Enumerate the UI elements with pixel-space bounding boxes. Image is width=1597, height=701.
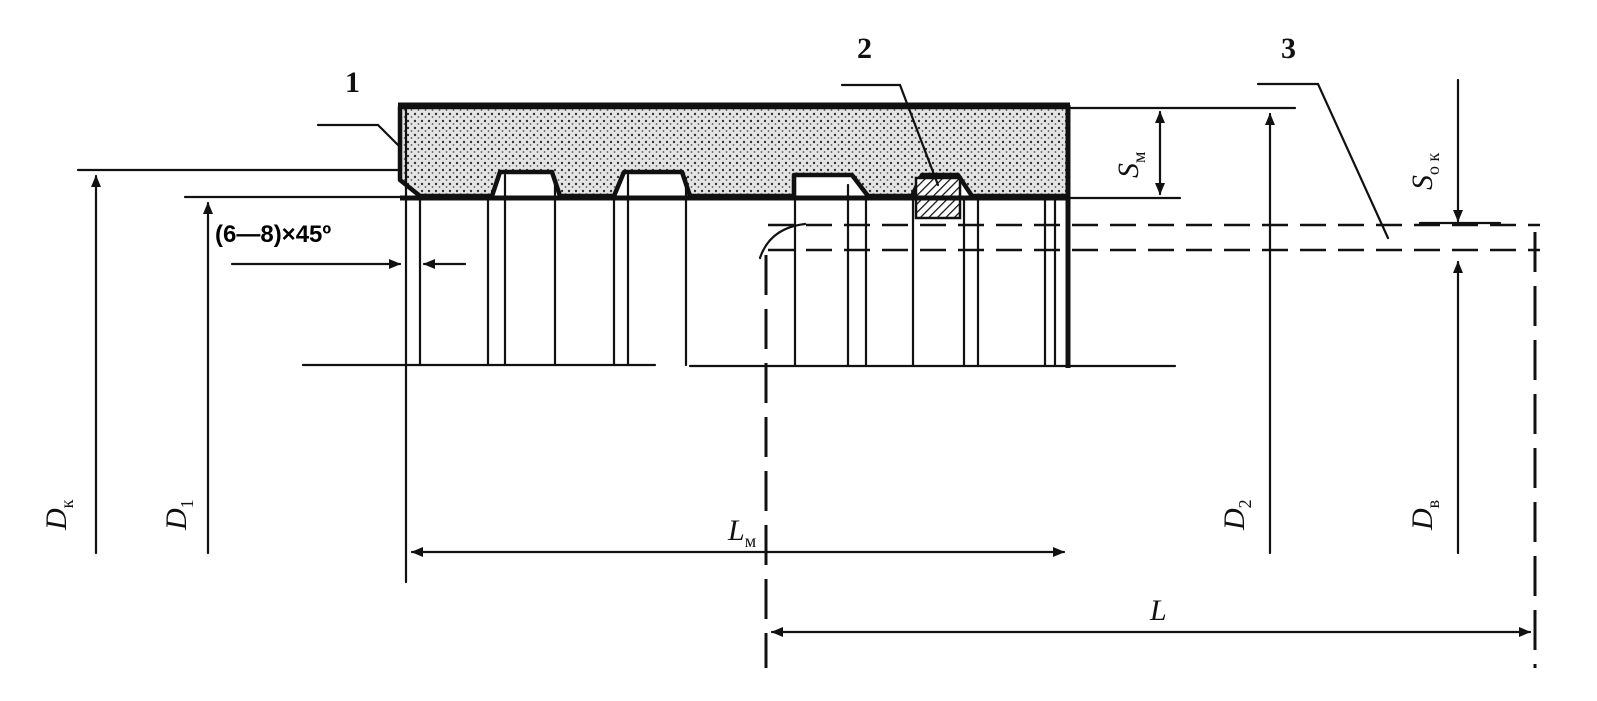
- callout-2: 2: [857, 32, 872, 65]
- label-dv: Dв: [1406, 500, 1443, 531]
- callout-1: 1: [345, 66, 360, 99]
- outer-cover-dashed: [758, 222, 1540, 260]
- label-l: L: [1149, 594, 1167, 627]
- leader-3: [1256, 82, 1390, 240]
- label-sm: Sм: [1112, 152, 1149, 178]
- label-d2: D2: [1218, 499, 1255, 531]
- label-d1: D1: [160, 499, 197, 531]
- leader-1: [316, 123, 400, 147]
- label-sok: Sо к: [1406, 153, 1443, 191]
- label-dk: Dк: [40, 499, 77, 531]
- label-lm: Lм: [727, 514, 756, 551]
- callout-3: 3: [1281, 32, 1296, 65]
- chamfer-note: (6—8)×45º: [215, 221, 331, 248]
- insulation-layer: [397, 104, 1071, 199]
- leader-2: [840, 83, 940, 187]
